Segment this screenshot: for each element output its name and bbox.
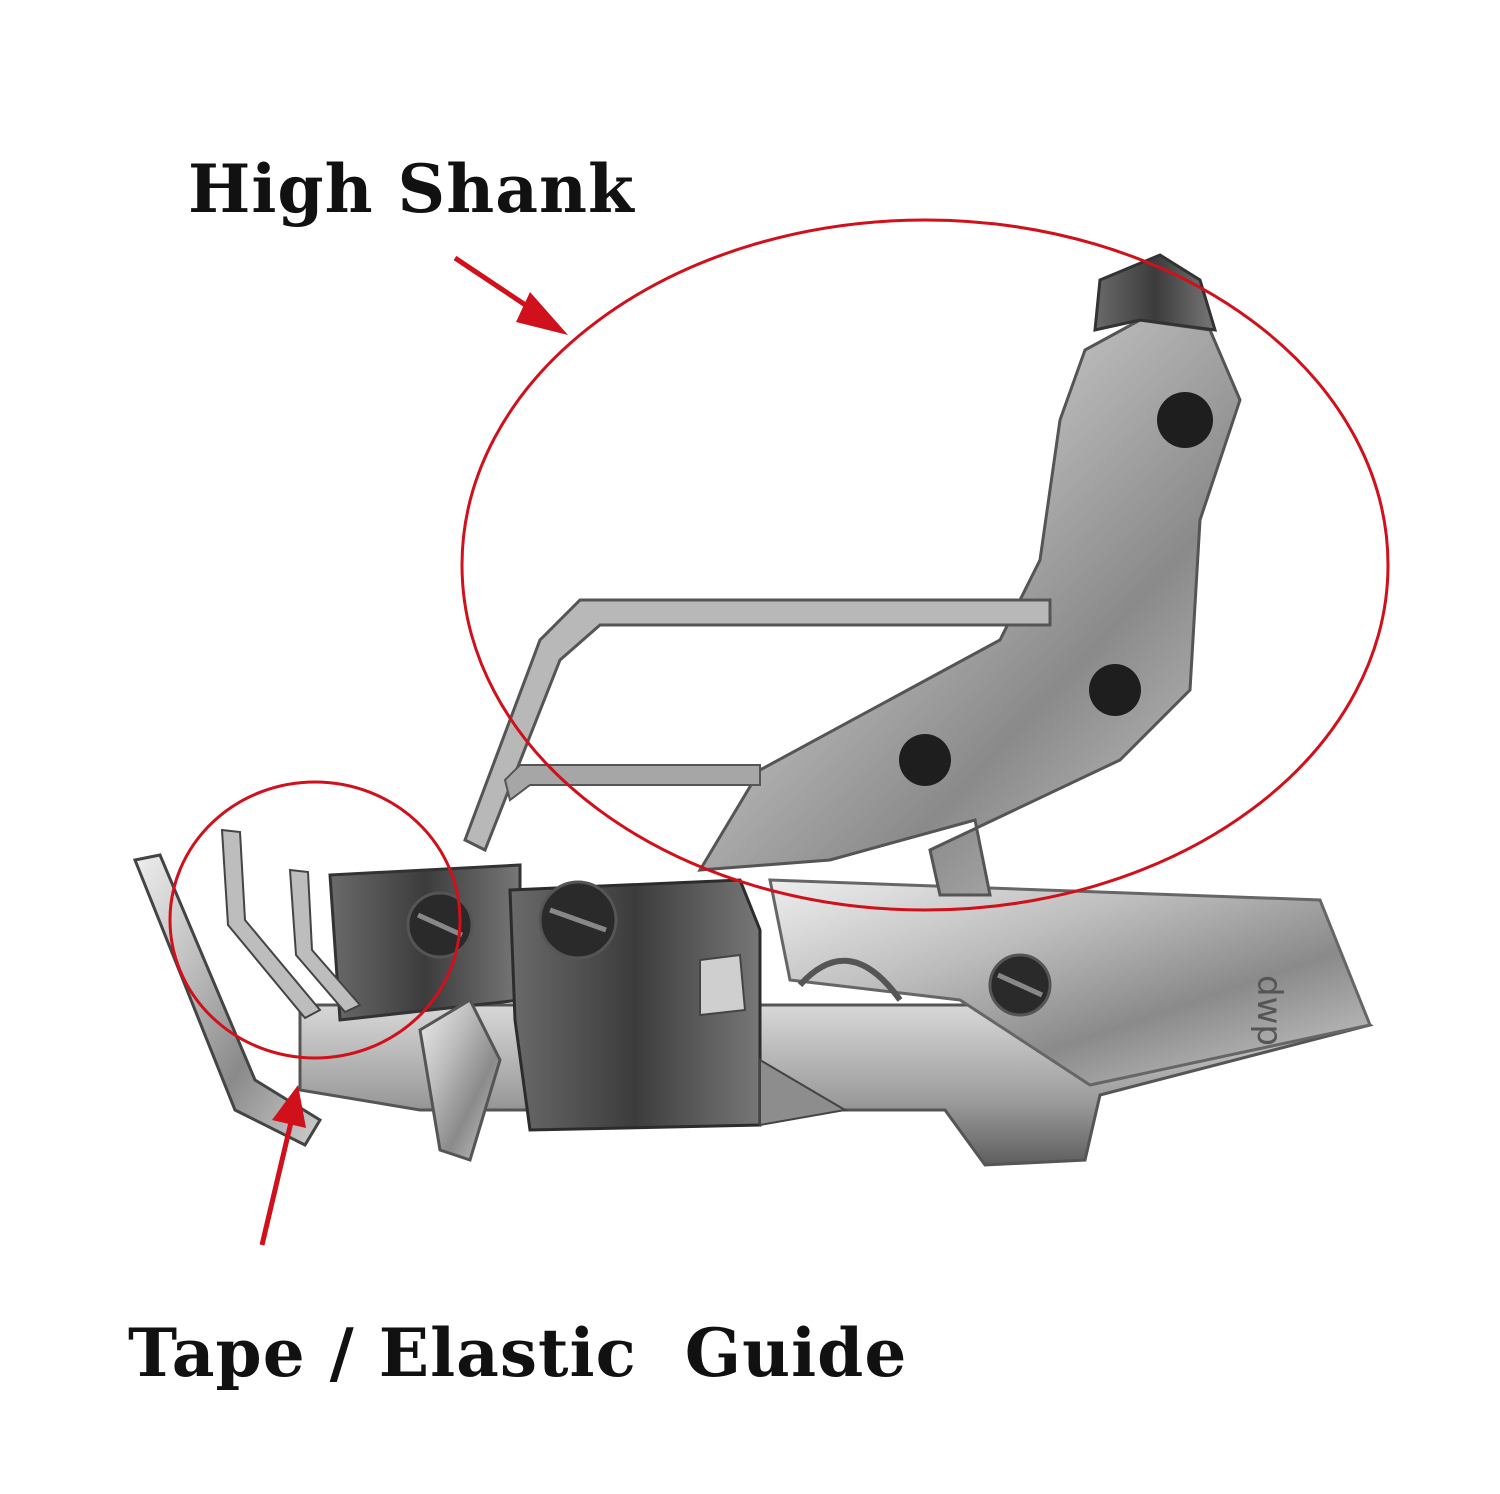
rivet-middle	[1089, 664, 1141, 716]
tape-guide-highlight-ellipse	[168, 780, 462, 1060]
rivet-top	[1157, 392, 1213, 448]
tape-guide-arrow	[259, 1117, 295, 1246]
high-shank-label: High Shank	[188, 150, 635, 228]
shank-arm	[463, 253, 1242, 897]
rivet-lower	[899, 734, 951, 786]
toe-and-guide	[132, 828, 522, 1162]
engraved-mark: dwp	[1249, 975, 1289, 1046]
high-shank-highlight-ellipse	[460, 218, 1390, 912]
fasteners	[406, 392, 1213, 1017]
annotations	[168, 218, 1390, 1246]
tape-elastic-guide-label: Tape / Elastic Guide	[128, 1314, 908, 1392]
